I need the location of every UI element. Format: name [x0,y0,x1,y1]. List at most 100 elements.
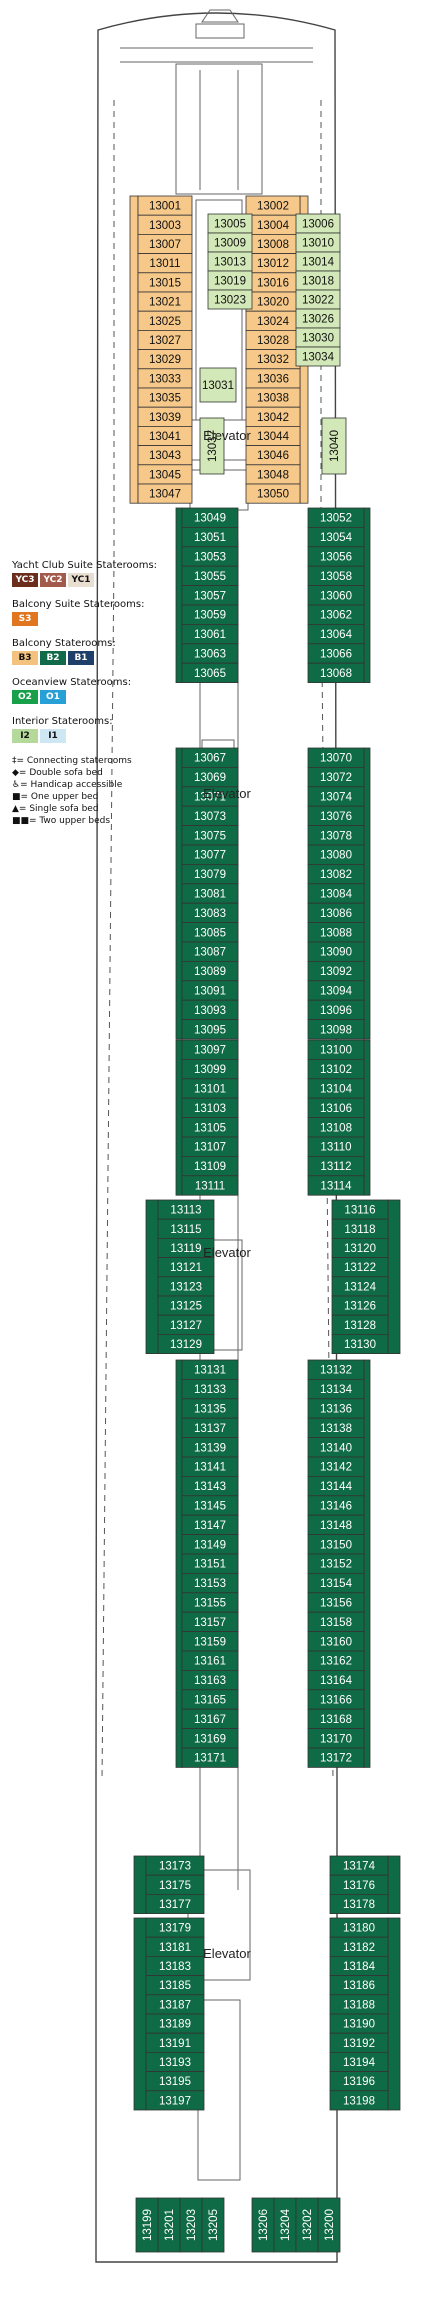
cabin-13079[interactable]: 13079 [181,864,239,885]
cabin-13141[interactable]: 13141 [181,1456,239,1477]
cabin-13005[interactable]: 13005 [207,213,253,234]
cabin-13188[interactable]: 13188 [329,1994,389,2015]
cabin-13151[interactable]: 13151 [181,1553,239,1574]
cabin-13124[interactable]: 13124 [331,1276,389,1297]
cabin-13019[interactable]: 13019 [207,270,253,291]
cabin-13125[interactable]: 13125 [157,1295,215,1316]
cabin-13069[interactable]: 13069 [181,767,239,788]
cabin-13199[interactable]: 13199 [135,2197,159,2253]
cabin-13183[interactable]: 13183 [145,1956,205,1977]
cabin-13162[interactable]: 13162 [307,1650,365,1671]
cabin-13085[interactable]: 13085 [181,922,239,943]
cabin-13036[interactable]: 13036 [245,368,301,389]
cabin-13160[interactable]: 13160 [307,1631,365,1652]
cabin-13082[interactable]: 13082 [307,864,365,885]
cabin-13156[interactable]: 13156 [307,1592,365,1613]
cabin-13174[interactable]: 13174 [329,1855,389,1876]
cabin-13064[interactable]: 13064 [307,624,365,645]
cabin-13025[interactable]: 13025 [137,310,193,331]
cabin-13184[interactable]: 13184 [329,1956,389,1977]
cabin-13135[interactable]: 13135 [181,1398,239,1419]
cabin-13001[interactable]: 13001 [137,195,193,216]
cabin-13200[interactable]: 13200 [317,2197,341,2253]
cabin-13016[interactable]: 13016 [245,272,301,293]
cabin-13103[interactable]: 13103 [181,1097,239,1118]
cabin-13084[interactable]: 13084 [307,883,365,904]
cabin-13132[interactable]: 13132 [307,1359,365,1380]
cabin-13043[interactable]: 13043 [137,445,193,466]
cabin-13046[interactable]: 13046 [245,445,301,466]
cabin-13054[interactable]: 13054 [307,527,365,548]
cabin-13143[interactable]: 13143 [181,1476,239,1497]
cabin-13097[interactable]: 13097 [181,1039,239,1060]
cabin-13138[interactable]: 13138 [307,1417,365,1438]
cabin-13023[interactable]: 13023 [207,289,253,310]
cabin-13010[interactable]: 13010 [295,232,341,253]
cabin-13177[interactable]: 13177 [145,1894,205,1915]
cabin-13161[interactable]: 13161 [181,1650,239,1671]
cabin-13204[interactable]: 13204 [273,2197,297,2253]
cabin-13155[interactable]: 13155 [181,1592,239,1613]
cabin-13065[interactable]: 13065 [181,662,239,684]
cabin-13027[interactable]: 13027 [137,329,193,350]
cabin-13185[interactable]: 13185 [145,1975,205,1996]
cabin-13038[interactable]: 13038 [245,387,301,408]
cabin-13164[interactable]: 13164 [307,1670,365,1691]
cabin-13048[interactable]: 13048 [245,464,301,485]
cabin-13068[interactable]: 13068 [307,662,365,684]
cabin-13106[interactable]: 13106 [307,1097,365,1118]
cabin-13063[interactable]: 13063 [181,643,239,664]
cabin-13109[interactable]: 13109 [181,1156,239,1177]
cabin-13108[interactable]: 13108 [307,1117,365,1138]
cabin-13178[interactable]: 13178 [329,1894,389,1915]
cabin-13157[interactable]: 13157 [181,1611,239,1632]
cabin-13044[interactable]: 13044 [245,425,301,446]
cabin-13077[interactable]: 13077 [181,844,239,865]
cabin-13195[interactable]: 13195 [145,2071,205,2092]
cabin-13008[interactable]: 13008 [245,233,301,254]
cabin-13015[interactable]: 13015 [137,272,193,293]
cabin-13133[interactable]: 13133 [181,1379,239,1400]
cabin-13172[interactable]: 13172 [307,1747,365,1768]
cabin-13149[interactable]: 13149 [181,1534,239,1555]
cabin-13050[interactable]: 13050 [245,483,301,504]
cabin-13150[interactable]: 13150 [307,1534,365,1555]
cabin-13186[interactable]: 13186 [329,1975,389,1996]
cabin-13096[interactable]: 13096 [307,999,365,1021]
cabin-13173[interactable]: 13173 [145,1855,205,1876]
cabin-13032[interactable]: 13032 [245,349,301,370]
cabin-13091[interactable]: 13091 [181,980,239,1001]
cabin-13136[interactable]: 13136 [307,1398,365,1419]
cabin-13030[interactable]: 13030 [295,327,341,348]
cabin-13180[interactable]: 13180 [329,1917,389,1938]
cabin-13014[interactable]: 13014 [295,251,341,272]
cabin-13101[interactable]: 13101 [181,1078,239,1099]
cabin-13203[interactable]: 13203 [179,2197,203,2253]
cabin-13088[interactable]: 13088 [307,922,365,943]
cabin-13098[interactable]: 13098 [307,1019,365,1040]
cabin-13165[interactable]: 13165 [181,1689,239,1710]
cabin-13022[interactable]: 13022 [295,289,341,310]
cabin-13168[interactable]: 13168 [307,1708,365,1729]
cabin-13039[interactable]: 13039 [137,406,193,427]
cabin-13127[interactable]: 13127 [157,1314,215,1335]
cabin-13129[interactable]: 13129 [157,1334,215,1355]
cabin-13057[interactable]: 13057 [181,585,239,606]
cabin-13042[interactable]: 13042 [245,406,301,427]
cabin-13094[interactable]: 13094 [307,980,365,1001]
cabin-13081[interactable]: 13081 [181,883,239,904]
cabin-13171[interactable]: 13171 [181,1747,239,1768]
cabin-13020[interactable]: 13020 [245,291,301,312]
cabin-13123[interactable]: 13123 [157,1276,215,1297]
cabin-13033[interactable]: 13033 [137,368,193,389]
cabin-13087[interactable]: 13087 [181,941,239,962]
cabin-13194[interactable]: 13194 [329,2051,389,2072]
cabin-13175[interactable]: 13175 [145,1874,205,1895]
cabin-13128[interactable]: 13128 [331,1314,389,1335]
cabin-13193[interactable]: 13193 [145,2051,205,2072]
cabin-13047[interactable]: 13047 [137,483,193,504]
cabin-13116[interactable]: 13116 [331,1199,389,1220]
cabin-13018[interactable]: 13018 [295,270,341,291]
cabin-13187[interactable]: 13187 [145,1994,205,2015]
cabin-13140[interactable]: 13140 [307,1437,365,1458]
